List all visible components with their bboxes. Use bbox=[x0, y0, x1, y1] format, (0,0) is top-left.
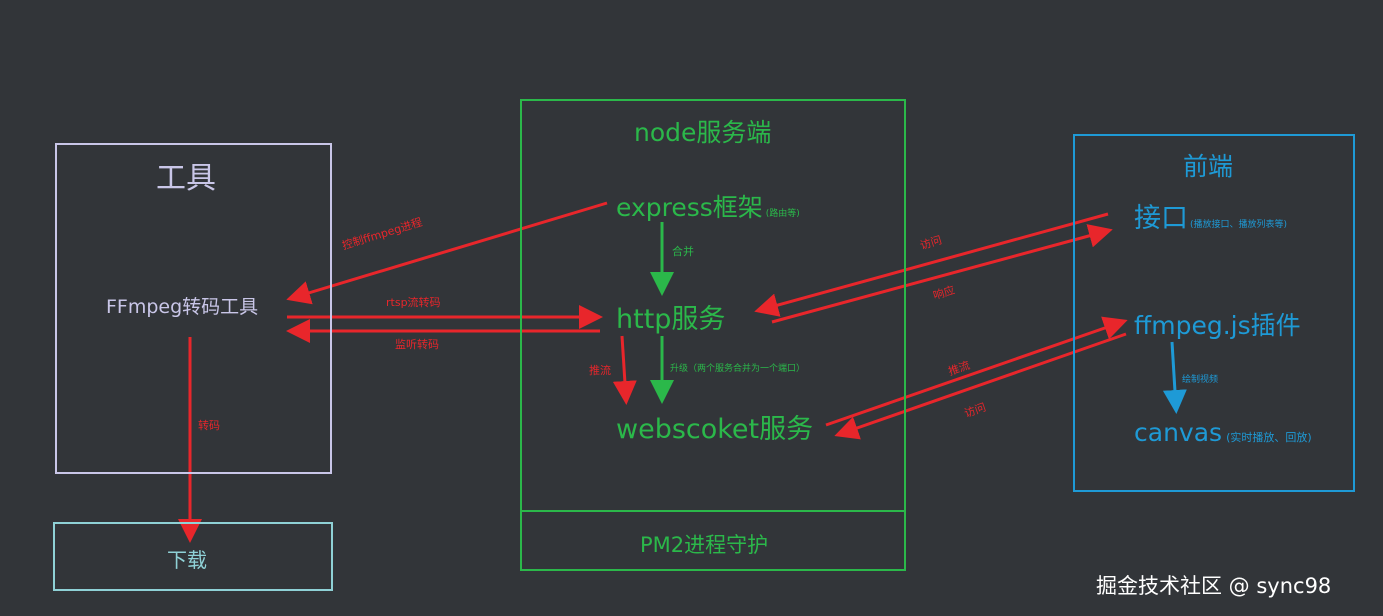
tools-box bbox=[55, 143, 332, 474]
arrow-push-stream-2 bbox=[825, 316, 1128, 427]
tools-title: 工具 bbox=[156, 161, 216, 196]
canvas-note: (实时播放、回放) bbox=[1226, 431, 1312, 444]
merge-label: 合并 bbox=[672, 245, 694, 258]
draw-video-label: 绘制视频 bbox=[1182, 375, 1219, 385]
express-note: (路由等) bbox=[765, 209, 800, 219]
pm2-divider bbox=[520, 510, 906, 512]
ffmpeg-js-plugin-label: ffmpeg.js插件 bbox=[1134, 311, 1301, 340]
ffmpeg-tool-label: FFmpeg转码工具 bbox=[106, 296, 259, 318]
download-box bbox=[53, 522, 333, 591]
frontend-title: 前端 bbox=[1183, 152, 1234, 181]
arrow-draw-video bbox=[1162, 341, 1187, 414]
websocket-service-label: webscoket服务 bbox=[616, 414, 814, 445]
edge-label-transcode: 转码 bbox=[198, 419, 220, 432]
http-service-label: http服务 bbox=[616, 304, 726, 335]
watermark: 掘金技术社区 @ sync98 bbox=[1096, 574, 1332, 598]
canvas-label: canvas(实时播放、回放) bbox=[1134, 418, 1312, 447]
arrow-access-1 bbox=[754, 212, 1109, 317]
express-label: express框架(路由等) bbox=[616, 188, 800, 224]
canvas-text: canvas bbox=[1134, 418, 1223, 447]
edge-label-listen-transcode: 监听转码 bbox=[395, 338, 439, 351]
api-label: 接口(播放接口、播放列表等) bbox=[1134, 196, 1287, 235]
node-server-title: node服务端 bbox=[634, 118, 772, 147]
arrow-access-2 bbox=[834, 332, 1127, 440]
api-text: 接口 bbox=[1134, 203, 1188, 234]
arrow-push-stream bbox=[612, 335, 637, 405]
arrow-control-ffmpeg bbox=[286, 201, 608, 305]
api-note: (播放接口、播放列表等) bbox=[1190, 220, 1288, 230]
upgrade-label: 升级（两个服务合并为一个端口） bbox=[670, 364, 806, 374]
express-text: express框架 bbox=[616, 193, 763, 222]
push-stream-label: 推流 bbox=[589, 364, 611, 377]
pm2-label: PM2进程守护 bbox=[640, 533, 769, 557]
node-server-box bbox=[520, 99, 906, 571]
arrow-response bbox=[771, 224, 1113, 324]
edge-label-rtsp-transcode: rtsp流转码 bbox=[386, 296, 441, 309]
download-label: 下载 bbox=[167, 548, 207, 572]
frontend-box bbox=[1073, 134, 1355, 492]
